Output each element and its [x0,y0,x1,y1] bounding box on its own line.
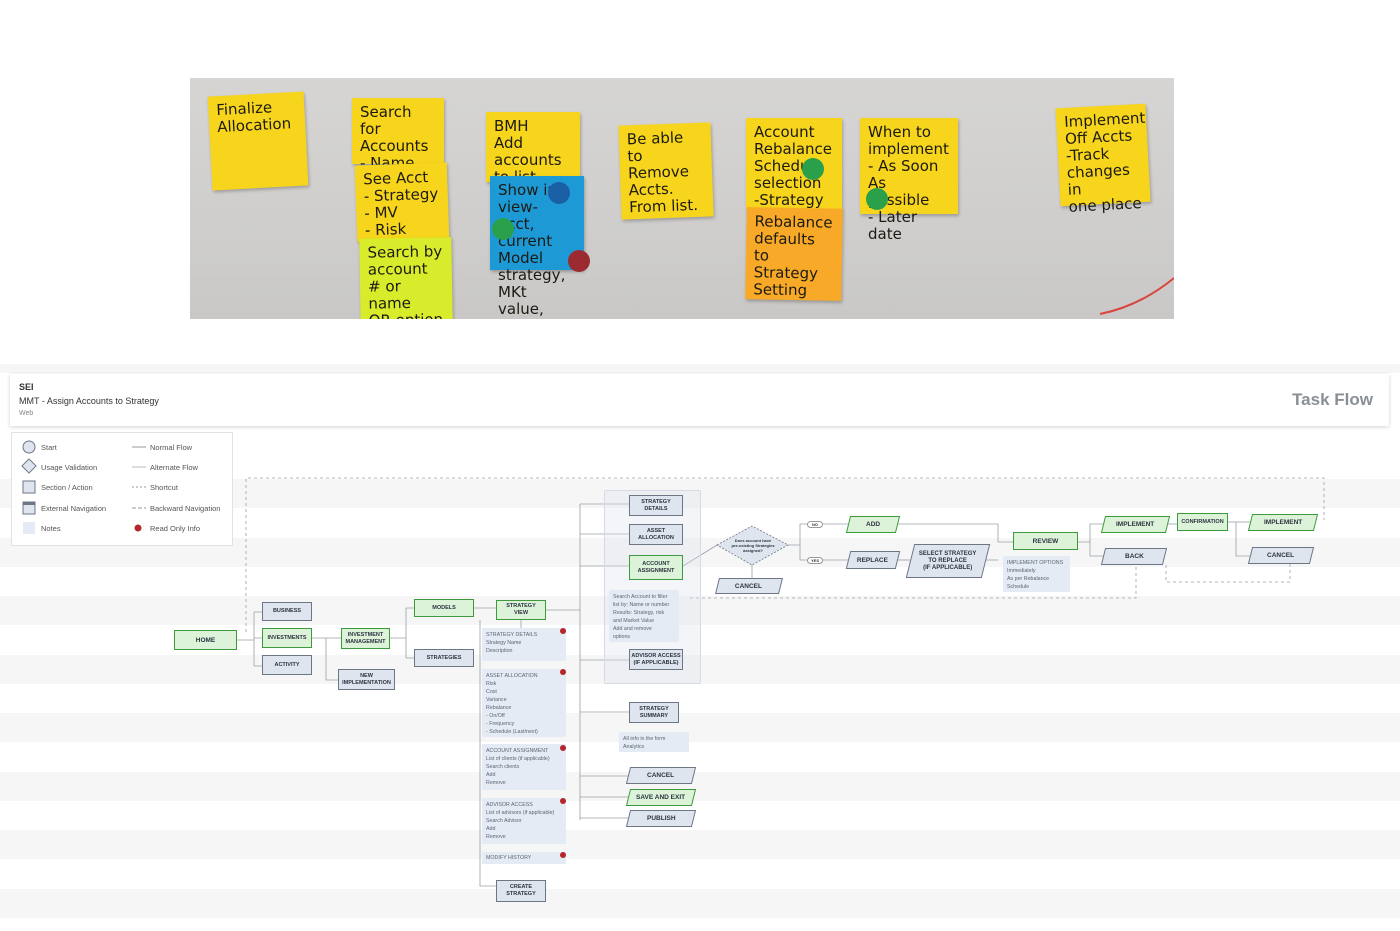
decision-yes-label: YES [807,557,823,564]
blue-dot-marker [548,182,570,204]
platform-label: Web [19,410,34,417]
stripe [0,713,1400,742]
decision-no-label: NO [807,521,823,528]
stripe [0,364,1400,373]
note-modify-history: MODIFY HISTORY [482,852,566,864]
sticky-note-when-to-implement: When to implement - As Soon As possible … [860,118,958,243]
replace-label: REPLACE [857,556,889,564]
publish-button[interactable]: PUBLISH [625,810,697,827]
note-asset-allocation: ASSET ALLOCATION Risk Cost Variance Reba… [482,669,566,737]
cancel-decision-button[interactable]: CANCEL [715,578,783,594]
read-only-dot [560,852,566,858]
investments-node: INVESTMENTS [262,628,312,648]
cancel-button[interactable]: CANCEL [625,767,697,784]
red-dot-marker [568,250,590,272]
legend-section-action: Section / Action [41,483,93,492]
save-and-exit-button[interactable]: SAVE AND EXIT [625,789,697,806]
read-only-dot [560,745,566,751]
implement-final-label: IMPLEMENT [1263,519,1303,526]
note-account-assignment: ACCOUNT ASSIGNMENT List of clients (if a… [482,744,566,790]
strategy-summary-node: STRATEGY SUMMARY [629,702,679,723]
review-node: REVIEW [1013,532,1078,550]
investment-management-node: INVESTMENT MANAGEMENT [341,628,390,649]
add-label: ADD [865,521,881,528]
activity-node: ACTIVITY [262,655,312,675]
cancel-decision-label: CANCEL [735,582,763,590]
legend: Start Usage Validation Section / Action … [11,432,233,546]
stripe [0,830,1400,859]
read-only-dot [560,628,566,634]
implement-button[interactable]: IMPLEMENT [1100,516,1171,533]
add-button[interactable]: ADD [845,516,901,533]
green-dot-marker [802,158,824,180]
implement-label: IMPLEMENT [1116,521,1155,528]
legend-read-only-info: Read Only Info [150,524,201,533]
legend-alternate-flow: Alternate Flow [150,463,198,472]
strategy-view-node: STRATEGY VIEW [496,600,546,620]
new-implementation-node: NEW IMPLEMENTATION [338,669,395,690]
legend-external-navigation: External Navigation [41,504,107,513]
back-label: BACK [1124,553,1144,560]
marker-line [1099,277,1174,315]
cancel-button-label: CANCEL [647,772,675,779]
strategies-node: STRATEGIES [414,649,474,667]
sticky-notes-photo: Finalize Allocation Search for Accounts … [190,78,1174,319]
strategy-details-node: STRATEGY DETAILS [629,495,683,516]
legend-start: Start [41,443,57,452]
stripe [0,889,1400,918]
select-strategy-to-replace-button[interactable]: SELECT STRATEGY TO REPLACE (IF APPLICABL… [905,544,991,578]
advisor-access-node: ADVISOR ACCESS (IF APPLICABLE) [629,649,683,670]
green-dot-marker [866,188,888,210]
note-search-account: Search Account to filter list by: Name o… [609,590,679,642]
read-only-dot [560,669,566,675]
legend-normal-flow: Normal Flow [150,443,193,452]
task-flow-header: SEI MMT - Assign Accounts to Strategy We… [10,374,1389,426]
decision-has-strategies: Does account have pre-existing Strategie… [731,537,775,553]
business-node: BUSINESS [262,602,312,621]
back-button[interactable]: BACK [1100,548,1168,565]
project-name: MMT - Assign Accounts to Strategy [19,396,159,406]
read-only-dot [560,798,566,804]
publish-label: PUBLISH [646,815,676,822]
legend-notes: Notes [41,524,61,533]
confirmation-node: CONFIRMATION [1177,513,1228,531]
note-strategy-summary: All info in the form Analytics [619,732,689,752]
implement-final-button[interactable]: IMPLEMENT [1247,514,1319,531]
sticky-note-rebalance-schedule: Account Rebalance Schedule selection -St… [746,118,842,210]
cancel-final-label: CANCEL [1267,552,1295,559]
note-advisor-access: ADVISOR ACCESS List of advisors (if appl… [482,798,566,844]
asset-allocation-node: ASSET ALLOCATION [629,524,683,545]
replace-button[interactable]: REPLACE [845,551,901,569]
home-node: HOME [174,630,237,650]
select-strategy-label: SELECT STRATEGY TO REPLACE (IF APPLICABL… [919,550,977,571]
green-dot-marker [492,218,514,240]
models-node: MODELS [414,599,474,617]
note-strategy-details: STRATEGY DETAILS Strategy Name Descripti… [482,628,566,661]
company-name: SEI [19,382,34,392]
stripe [0,772,1400,801]
note-implement-options: IMPLEMENT OPTIONS Immediately As per Reb… [1003,556,1070,592]
account-assignment-node: ACCOUNT ASSIGNMENT [629,555,683,580]
legend-shortcut: Shortcut [150,483,178,492]
legend-backward-navigation: Backward Navigation [150,504,221,513]
legend-usage-validation: Usage Validation [41,463,98,472]
save-and-exit-label: SAVE AND EXIT [636,794,686,801]
legend-symbols [21,440,146,534]
page-title: Task Flow [1292,390,1373,409]
cancel-final-button[interactable]: CANCEL [1247,547,1315,564]
create-strategy-node: CREATE STRATEGY [496,880,546,902]
